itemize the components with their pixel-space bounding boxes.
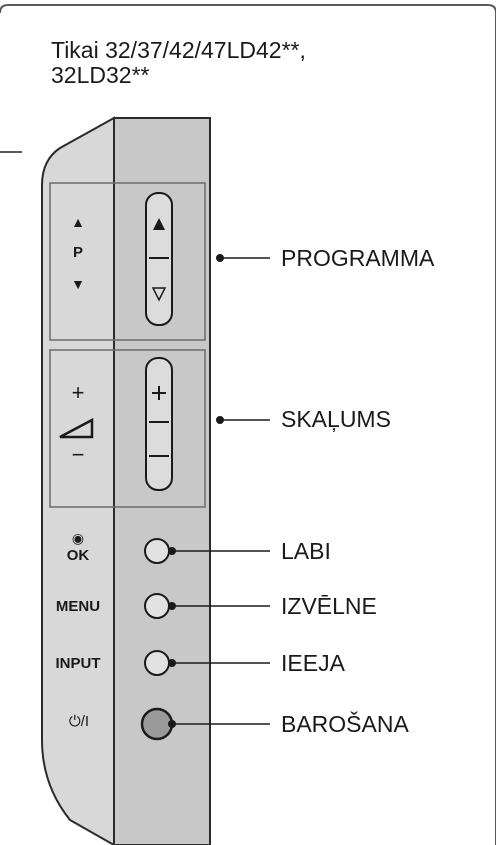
rocker-up-arrow [153, 218, 165, 230]
panel-left-bevel [41, 116, 115, 845]
ok-symbol: ◉ [71, 530, 85, 546]
callout-barosana: BAROŠANA [281, 711, 409, 737]
rocker-down-arrow [151, 287, 167, 302]
volume-plus-symbol: + [71, 380, 85, 405]
power-button [140, 707, 174, 741]
skalums-group-box [49, 349, 206, 508]
input-button [144, 650, 170, 676]
callout-labi: LABI [281, 538, 331, 564]
ok-label: OK [66, 547, 90, 564]
input-label: INPUT [55, 655, 101, 672]
volume-wedge-icon [59, 417, 94, 439]
volume-minus-symbol: − [71, 442, 85, 467]
menu-button [144, 593, 170, 619]
power-label: ⏻/I [68, 713, 90, 730]
program-down-symbol: ▼ [71, 276, 85, 292]
callout-skalums: SKAĻUMS [281, 406, 391, 432]
program-up-symbol: ▲ [71, 214, 85, 230]
ok-button [144, 538, 170, 564]
page-title: Tikai 32/37/42/47LD42**, 32LD32** [51, 37, 306, 88]
volume-rocker [145, 357, 173, 491]
menu-label: MENU [55, 598, 101, 615]
callout-izvelne: IZVĒLNE [281, 593, 377, 619]
program-letter: P [72, 244, 83, 261]
callout-programma: PROGRAMMA [281, 245, 435, 271]
callout-ieeja: IEEJA [281, 650, 345, 676]
programma-group-box [49, 182, 206, 341]
